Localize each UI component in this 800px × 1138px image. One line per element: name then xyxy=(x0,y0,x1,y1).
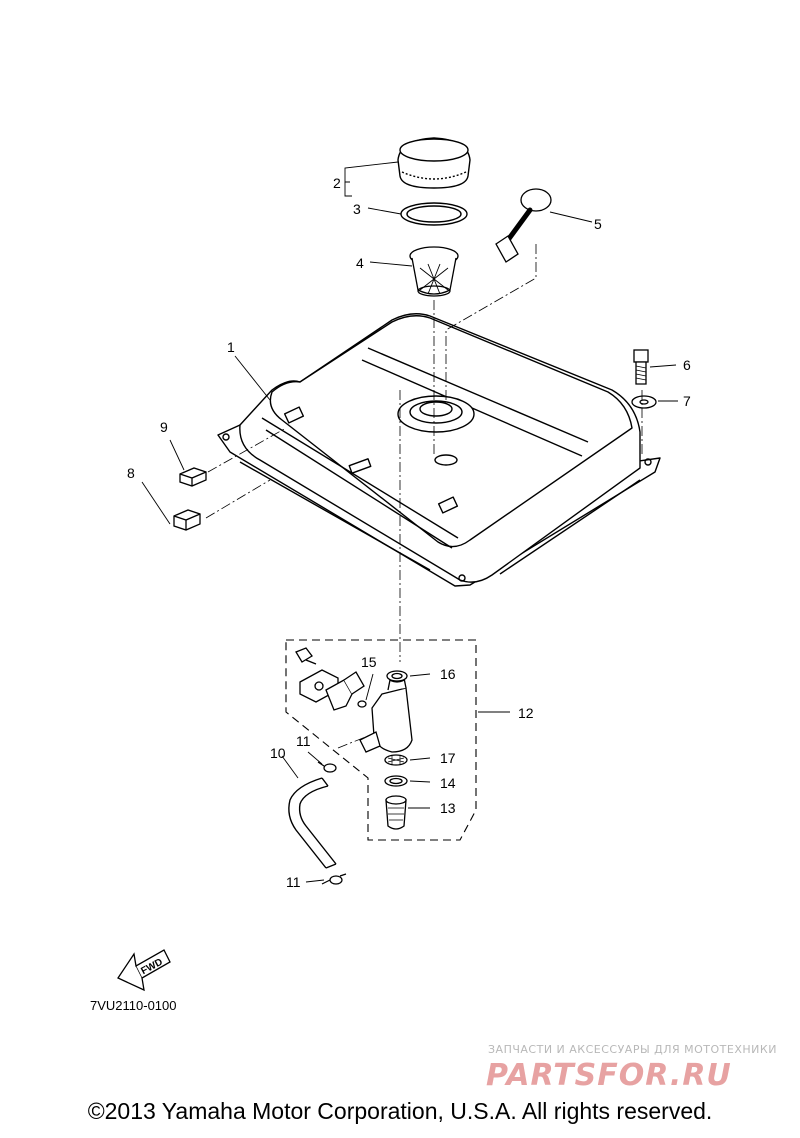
watermark-tagline: ЗАПЧАСТИ И АКСЕССУАРЫ ДЛЯ МОТОТЕХНИКИ xyxy=(488,1043,777,1056)
fuel-hose[interactable] xyxy=(288,777,337,869)
callout-17: 17 xyxy=(440,750,456,766)
tank-washer[interactable] xyxy=(631,395,657,409)
callout-12: 12 xyxy=(518,705,534,721)
fuel-strainer[interactable] xyxy=(409,246,459,297)
fwd-label: FWD xyxy=(139,957,164,977)
copyright-notice: ©2013 Yamaha Motor Corporation, U.S.A. A… xyxy=(87,1098,713,1124)
callout-13: 13 xyxy=(440,800,456,816)
fuel-gauge[interactable] xyxy=(495,188,552,263)
fwd-arrow-icon xyxy=(117,949,171,992)
clip-9[interactable] xyxy=(179,467,207,487)
clip-8[interactable] xyxy=(173,509,201,531)
watermark-logo: PARTSFOR.RU xyxy=(486,1058,732,1093)
callout-6: 6 xyxy=(683,357,691,373)
fuel-cap[interactable] xyxy=(397,137,471,189)
callout-7: 7 xyxy=(683,393,691,409)
center-lines xyxy=(205,244,643,749)
callout-1: 1 xyxy=(227,339,235,355)
fuel-cock-parts[interactable] xyxy=(295,647,413,830)
callout-11-lower: 11 xyxy=(286,874,301,890)
hose-clamp-upper[interactable] xyxy=(317,761,337,773)
tank-bolt[interactable] xyxy=(633,349,649,385)
fuel-tank[interactable] xyxy=(217,313,661,587)
callout-8: 8 xyxy=(127,465,135,481)
callout-16: 16 xyxy=(440,666,456,682)
callout-9: 9 xyxy=(160,419,168,435)
leader-lines xyxy=(141,161,678,883)
callout-5: 5 xyxy=(594,216,602,232)
callout-11-upper: 11 xyxy=(296,733,311,749)
hose-clamp-lower[interactable] xyxy=(321,873,347,885)
callout-3: 3 xyxy=(353,201,361,217)
callout-labels: 1 2 3 4 5 6 7 8 9 10 11 11 12 13 14 15 1… xyxy=(127,175,691,890)
cap-gasket[interactable] xyxy=(400,202,468,226)
callout-2: 2 xyxy=(333,175,341,191)
callout-10: 10 xyxy=(270,745,286,761)
callout-4: 4 xyxy=(356,255,364,271)
callout-15: 15 xyxy=(361,654,377,670)
drawing-code: 7VU2110-0100 xyxy=(90,998,177,1013)
callout-14: 14 xyxy=(440,775,456,791)
